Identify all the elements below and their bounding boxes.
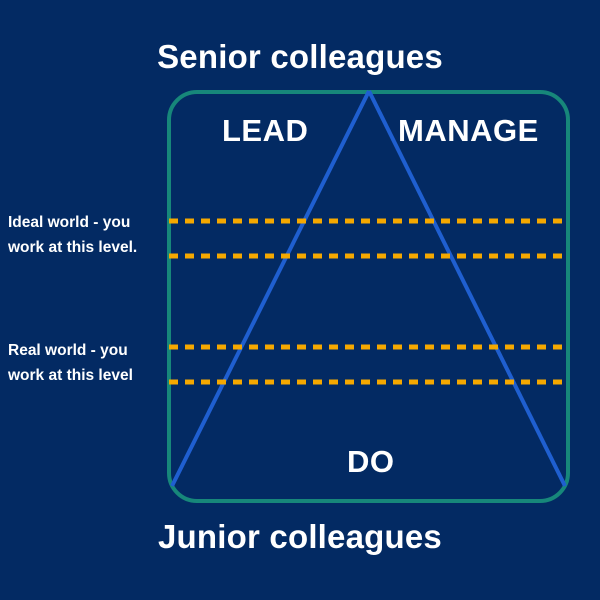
diagram-frame [167,90,570,503]
annotation-real-world: Real world - you work at this level [8,342,133,385]
junior-colleagues-label: Junior colleagues [158,518,442,555]
zone-label-manage: MANAGE [398,113,539,148]
annotation-ideal-world: Ideal world - you work at this level. [8,214,138,257]
zone-label-lead: LEAD [222,113,309,148]
senior-colleagues-label: Senior colleagues [157,38,443,75]
zone-label-do: DO [347,444,395,479]
